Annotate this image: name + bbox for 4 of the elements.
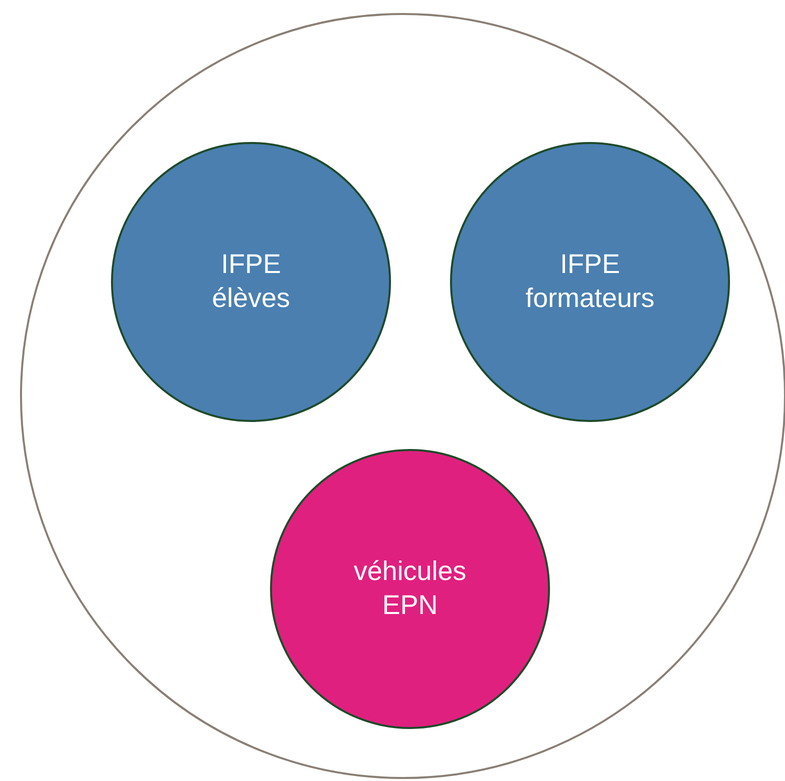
node-label: véhicules EPN xyxy=(354,555,466,622)
enclosing-circle xyxy=(20,13,785,779)
node-label: IFPE formateurs xyxy=(525,248,655,315)
node-label: IFPE élèves xyxy=(212,248,290,315)
